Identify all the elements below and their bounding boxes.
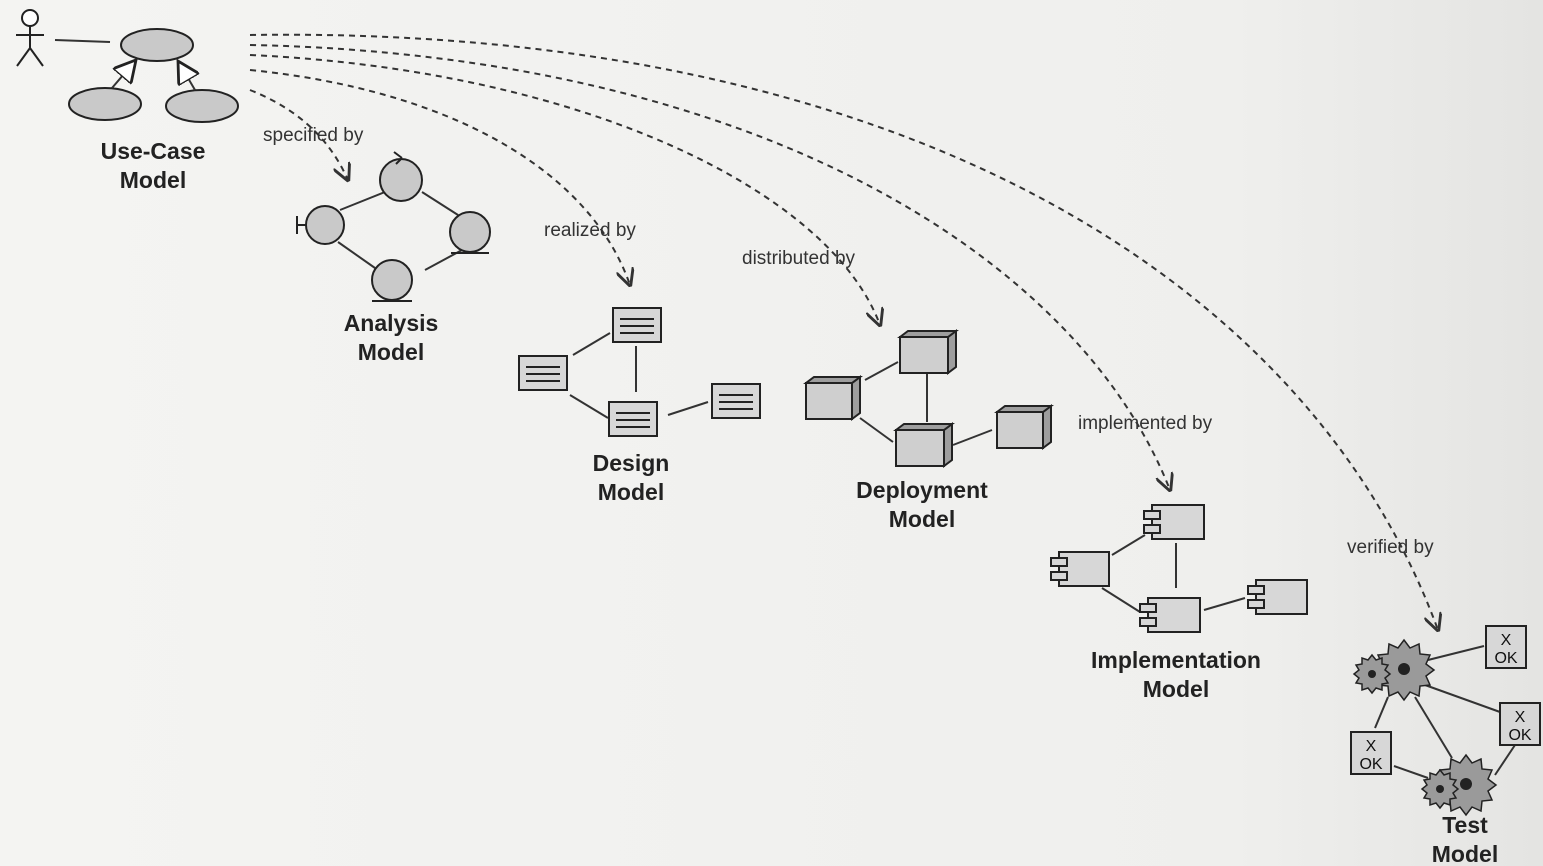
use-case-model-title-1: Use-Case bbox=[101, 138, 206, 164]
test-case-status: OK bbox=[1508, 727, 1531, 744]
deployment-model-title-1: Deployment bbox=[856, 477, 988, 503]
test-case-icon: X OK bbox=[1485, 625, 1527, 669]
use-case-ellipse-left bbox=[68, 87, 142, 121]
generalization-right bbox=[178, 61, 195, 91]
component-icon bbox=[1050, 551, 1110, 587]
label-implemented-by: implemented by bbox=[1078, 413, 1213, 434]
arrow-realized-by bbox=[249, 69, 630, 285]
node-icon bbox=[897, 329, 959, 375]
test-case-mark: X bbox=[1515, 709, 1526, 726]
design-model: Design Model bbox=[518, 307, 761, 505]
test-case-icon: X OK bbox=[1499, 702, 1541, 746]
implementation-model: Implementation Model bbox=[1050, 504, 1308, 702]
use-case-model-title-2: Model bbox=[120, 167, 186, 193]
node-icon bbox=[994, 404, 1054, 450]
test-procedure-gear-icon bbox=[1420, 753, 1498, 817]
class-icon bbox=[612, 307, 662, 343]
design-model-title-1: Design bbox=[593, 450, 670, 476]
test-case-icon: X OK bbox=[1350, 731, 1392, 775]
node-icon bbox=[803, 375, 863, 421]
label-distributed-by: distributed by bbox=[742, 248, 856, 269]
class-icon bbox=[711, 383, 761, 419]
test-model: X OK X OK X OK Test Model bbox=[1350, 625, 1541, 866]
dependency-arrows bbox=[249, 33, 1438, 630]
deployment-model-title-2: Model bbox=[889, 506, 955, 532]
arrow-implemented-by bbox=[249, 44, 1170, 490]
test-case-mark: X bbox=[1501, 632, 1512, 649]
node-icon bbox=[893, 422, 955, 468]
class-icon bbox=[608, 401, 658, 437]
control-class-icon bbox=[379, 151, 423, 202]
actor-icon bbox=[16, 9, 44, 67]
component-icon bbox=[1143, 504, 1205, 540]
implementation-model-title-1: Implementation bbox=[1091, 647, 1261, 673]
arrow-distributed-by bbox=[249, 54, 880, 325]
arrow-verified-by bbox=[249, 33, 1438, 630]
analysis-model: Analysis Model bbox=[296, 151, 491, 365]
test-model-title-1: Test bbox=[1442, 812, 1488, 838]
use-case-model: Use-Case Model bbox=[16, 9, 239, 193]
entity-class-icon bbox=[449, 211, 491, 254]
boundary-class-icon bbox=[296, 205, 345, 245]
test-procedure-gear-icon bbox=[1352, 638, 1436, 702]
test-case-mark: X bbox=[1366, 738, 1377, 755]
implementation-model-title-2: Model bbox=[1143, 676, 1209, 702]
use-case-ellipse-top bbox=[120, 28, 194, 62]
use-case-ellipse-right bbox=[165, 89, 239, 123]
arrow-specified-by bbox=[249, 89, 348, 180]
label-verified-by: verified by bbox=[1347, 537, 1434, 558]
component-icon bbox=[1139, 597, 1201, 633]
label-specified-by: specified by bbox=[263, 125, 364, 146]
label-realized-by: realized by bbox=[544, 220, 636, 241]
class-icon bbox=[518, 355, 568, 391]
analysis-model-title-1: Analysis bbox=[344, 310, 439, 336]
entity-class-icon bbox=[371, 259, 413, 302]
generalization-left bbox=[111, 60, 136, 89]
test-model-title-2: Model bbox=[1432, 841, 1498, 866]
component-icon bbox=[1247, 579, 1308, 615]
design-model-title-2: Model bbox=[598, 479, 664, 505]
deployment-model: Deployment Model bbox=[803, 329, 1054, 532]
test-case-status: OK bbox=[1494, 650, 1517, 667]
actor-association bbox=[54, 39, 111, 43]
test-case-status: OK bbox=[1359, 756, 1382, 773]
analysis-model-title-2: Model bbox=[358, 339, 424, 365]
